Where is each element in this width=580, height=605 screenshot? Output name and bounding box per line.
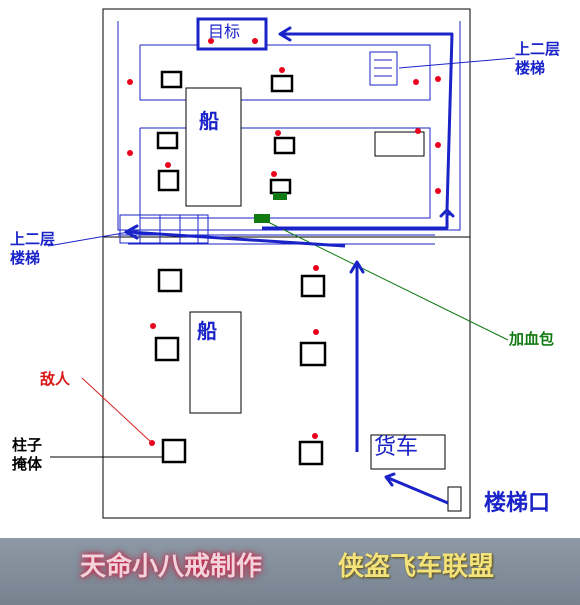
stairs-upper-right bbox=[369, 51, 398, 86]
stairs-upper-right-line2: 楼梯 bbox=[515, 59, 546, 77]
stairs-upper-left-line2: 楼梯 bbox=[10, 249, 41, 267]
pillar bbox=[154, 336, 180, 362]
enemy-dot bbox=[413, 79, 419, 85]
route bbox=[127, 32, 454, 505]
group-credit: 侠盗飞车联盟 bbox=[338, 552, 495, 582]
health-pack-label: 加血包 bbox=[509, 330, 555, 348]
health-pack bbox=[254, 214, 270, 223]
pillar bbox=[298, 440, 324, 466]
stairs-upper-left-line1: 上二层 bbox=[10, 230, 56, 248]
pillar-cover-line1: 柱子 bbox=[12, 436, 43, 454]
truck-label: 货车 bbox=[374, 435, 419, 460]
pillar-cover-label: 柱子 掩体 bbox=[12, 436, 42, 474]
enemies bbox=[127, 38, 441, 446]
map-drawing bbox=[47, 8, 516, 519]
credit-banner: 天命小八戒制作 侠盗飞车联盟 bbox=[0, 538, 580, 605]
callout-stairs-upper-right bbox=[398, 57, 516, 69]
enemy-dot bbox=[435, 142, 441, 148]
enemy-dot bbox=[275, 130, 281, 136]
enemy-dot bbox=[435, 76, 441, 82]
target-label: 目标 bbox=[208, 22, 241, 41]
pillar bbox=[273, 136, 296, 155]
pillar bbox=[156, 131, 179, 150]
pillar bbox=[300, 274, 326, 298]
author-credit: 天命小八戒制作 bbox=[80, 552, 263, 582]
pillar bbox=[299, 341, 327, 367]
enemy-dot bbox=[150, 323, 156, 329]
route-arrowheads bbox=[124, 26, 455, 487]
enemy-dot bbox=[127, 79, 133, 85]
callout-enemy bbox=[81, 377, 153, 444]
stairs-entrance-label: 楼梯口 bbox=[484, 491, 551, 516]
enemy-dot bbox=[279, 67, 285, 73]
enemy-dot bbox=[208, 38, 214, 44]
pillar bbox=[269, 178, 292, 195]
pillar bbox=[157, 268, 183, 293]
stairs-entrance-box bbox=[447, 486, 462, 512]
enemy-dot bbox=[312, 433, 318, 439]
target-box bbox=[196, 17, 268, 51]
boat-lower bbox=[189, 311, 242, 414]
enemy-dot bbox=[271, 171, 277, 177]
boat-lower-label: 船 bbox=[197, 319, 217, 343]
pillar bbox=[157, 169, 180, 192]
crate-upper-right bbox=[374, 131, 425, 157]
enemy-dot bbox=[313, 265, 319, 271]
callout-health-pack bbox=[267, 221, 509, 341]
pillar bbox=[270, 74, 294, 93]
enemy-dot bbox=[252, 38, 258, 44]
game-map: 目标 船 船 货车 上二层 楼梯 上二层 楼梯 加血包 敌人 柱子 掩体 楼梯口 bbox=[10, 8, 561, 519]
enemy-dot bbox=[415, 128, 421, 134]
truck bbox=[370, 434, 446, 470]
pillar bbox=[161, 438, 187, 464]
pillar bbox=[160, 70, 183, 89]
warehouse-outline bbox=[102, 8, 471, 519]
enemy-dot bbox=[313, 329, 319, 335]
stairs-upper-right-line1: 上二层 bbox=[515, 40, 561, 58]
stairs-upper-left-label: 上二层 楼梯 bbox=[10, 230, 55, 268]
pillar-cover-line2: 掩体 bbox=[12, 455, 43, 473]
pillars bbox=[154, 70, 327, 466]
enemy-dot bbox=[127, 150, 133, 156]
health-pack bbox=[273, 193, 287, 200]
stairs-upper-right-label: 上二层 楼梯 bbox=[515, 40, 560, 78]
enemy-dot bbox=[435, 188, 441, 194]
boat-upper bbox=[185, 87, 242, 207]
stairs-upper-left bbox=[119, 214, 209, 244]
enemy-label: 敌人 bbox=[40, 370, 71, 388]
enemy-dot bbox=[165, 162, 171, 168]
boat-upper-label: 船 bbox=[199, 109, 219, 133]
